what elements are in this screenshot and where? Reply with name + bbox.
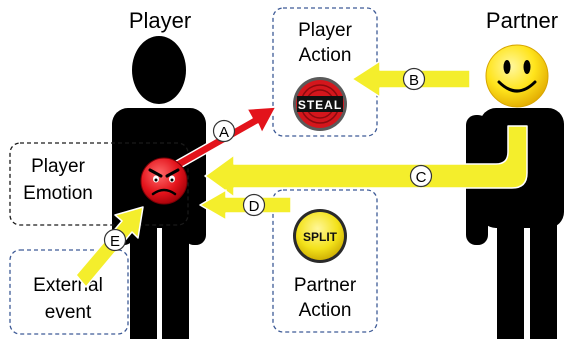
arrow-e-marker	[103, 228, 127, 252]
smiley-face-icon	[485, 44, 549, 108]
partner-title: Partner	[486, 8, 558, 33]
arrow-a-label: A	[219, 124, 229, 141]
split-button-label: SPLIT	[303, 230, 338, 244]
arrow-d-label: D	[249, 198, 260, 215]
player-emotion-label-line2: Emotion	[23, 183, 93, 204]
steal-button-label: STEAL	[298, 98, 342, 112]
arrow-a: A	[168, 106, 277, 172]
arrow-e-label: E	[110, 233, 120, 250]
external-event-box: External event	[9, 249, 129, 335]
arrow-b: B	[351, 60, 471, 98]
player-title: Player	[129, 8, 191, 33]
partner-action-label-line2: Action	[299, 300, 352, 321]
player-action-label-line2: Action	[299, 45, 352, 66]
arrow-e: E	[75, 206, 144, 288]
player-silhouette-icon	[112, 36, 206, 339]
arrow-d-marker	[242, 193, 266, 217]
arrow-c-label: C	[416, 169, 427, 186]
arrow-c-marker	[409, 164, 433, 188]
player-emotion-label-line1: Player	[31, 156, 86, 177]
partner-action-box: Partner Action	[272, 189, 378, 333]
player-action-label-line1: Player	[298, 20, 353, 41]
arrow-b-label: B	[409, 72, 419, 89]
angry-face-icon	[140, 157, 188, 205]
player-emotion-box: Player Emotion	[9, 142, 189, 226]
player-action-box: Player Action	[272, 7, 378, 137]
external-event-label-line2: event	[45, 302, 92, 323]
arrow-d: D	[199, 189, 292, 221]
split-button-icon: SPLIT	[293, 209, 347, 263]
steal-button-icon: STEAL	[293, 77, 347, 131]
arrow-a-marker	[212, 119, 236, 143]
partner-action-label-line1: Partner	[294, 275, 357, 296]
arrow-c: C	[204, 125, 528, 198]
arrow-b-marker	[402, 67, 426, 91]
